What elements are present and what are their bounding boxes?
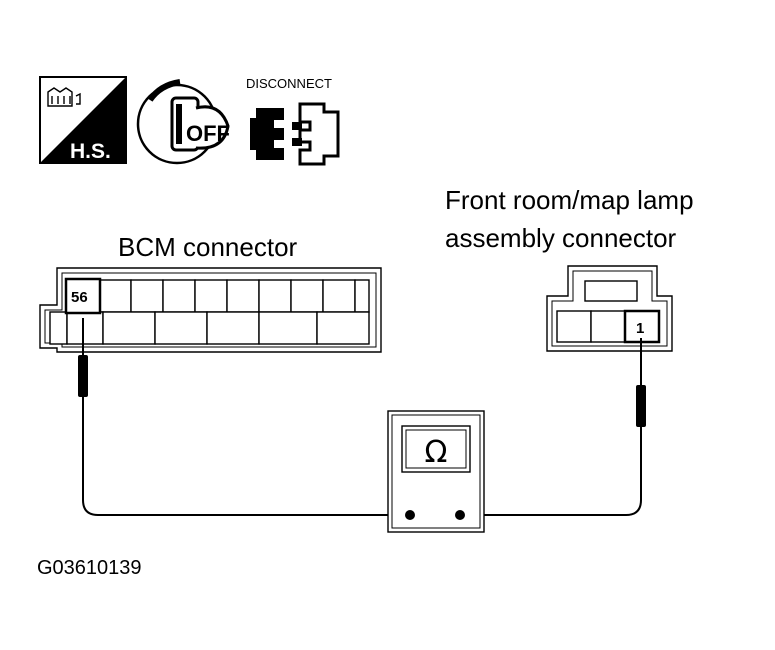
bcm-connector-title: BCM connector: [118, 232, 298, 262]
figure-id: G03610139: [37, 557, 142, 579]
hs-icon: H.S.: [39, 76, 127, 164]
lamp-test-lead: [460, 427, 642, 516]
lamp-connector-title-line2: assembly connector: [445, 223, 677, 253]
bcm-pin-56-label: 56: [71, 289, 88, 306]
bcm-connector: [39, 267, 382, 353]
lamp-connector-title-line1: Front room/map lamp: [445, 185, 694, 215]
meter-terminal-positive: [455, 510, 465, 520]
bcm-probe: [78, 318, 88, 397]
ignition-key-icon: OFF: [136, 79, 230, 165]
ignition-off-label: OFF: [186, 121, 230, 146]
ohmmeter: [387, 410, 485, 533]
hs-icon-label: H.S.: [70, 140, 111, 163]
disconnect-label: DISCONNECT: [246, 76, 332, 91]
bcm-test-lead: [82, 397, 410, 516]
ohm-symbol: Ω: [425, 435, 448, 470]
lamp-connector: [546, 265, 673, 352]
meter-terminal-negative: [405, 510, 415, 520]
disconnect-icon: DISCONNECT: [246, 76, 340, 166]
lamp-pin-1-label: 1: [636, 320, 644, 337]
lamp-probe: [636, 338, 646, 427]
